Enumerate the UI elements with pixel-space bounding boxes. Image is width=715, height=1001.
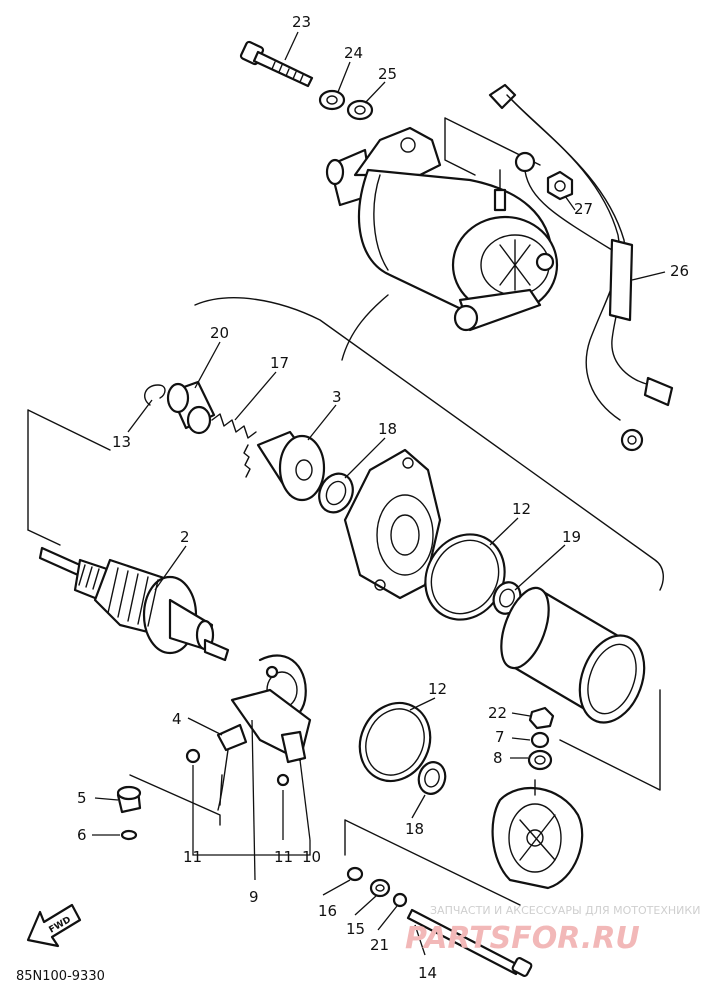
washer-25 [346, 99, 374, 121]
callout-18-lower: 18 [405, 820, 424, 838]
washer-6 [120, 829, 138, 841]
collar-20 [166, 380, 216, 435]
callout-17: 17 [270, 354, 289, 372]
callout-27: 27 [574, 200, 593, 218]
callout-22: 22 [488, 704, 507, 722]
insulator-8 [527, 749, 553, 771]
leader-lines [92, 31, 666, 956]
callout-15: 15 [346, 920, 365, 938]
lead-wire-26 [488, 83, 674, 452]
callout-23: 23 [292, 13, 311, 31]
armature-2 [38, 546, 230, 662]
callout-24: 24 [344, 44, 363, 62]
washer-7 [530, 731, 550, 749]
callout-3: 3 [332, 388, 342, 406]
callout-labels: 23 24 25 27 26 20 17 3 13 18 12 19 2 4 1… [77, 13, 689, 982]
group-outline-lower [27, 409, 661, 906]
callout-21: 21 [370, 936, 389, 954]
callout-10: 10 [302, 848, 321, 866]
callout-11-left: 11 [183, 848, 202, 866]
grommet-5 [116, 785, 142, 814]
o-ring-18-upper [318, 472, 354, 514]
screw-11-left [185, 748, 223, 806]
callout-13: 13 [112, 433, 131, 451]
rear-cover [491, 779, 584, 890]
bolt-23 [239, 40, 314, 88]
washer-15 [369, 878, 391, 898]
callout-16: 16 [318, 902, 337, 920]
nut-16 [346, 866, 364, 882]
front-cover [343, 448, 442, 600]
callout-11-right: 11 [274, 848, 293, 866]
callout-4: 4 [172, 710, 182, 728]
callout-26: 26 [670, 262, 689, 280]
callout-12-upper: 12 [512, 500, 531, 518]
nut-24 [318, 89, 346, 111]
starter-motor-assembly [325, 126, 559, 332]
diagram-code: 85N100-9330 [16, 969, 105, 984]
o-ring-12-lower [358, 701, 432, 783]
callout-2: 2 [180, 528, 190, 546]
callout-7: 7 [495, 728, 505, 746]
callout-14: 14 [418, 964, 437, 982]
yoke-housing [500, 586, 646, 724]
nut-27 [546, 170, 574, 201]
callout-18-upper: 18 [378, 420, 397, 438]
callout-19: 19 [562, 528, 581, 546]
screw-11-right [276, 773, 290, 787]
washer-21 [392, 892, 408, 908]
callout-20: 20 [210, 324, 229, 342]
watermark: ЗАПЧАСТИ И АКСЕССУАРЫ ДЛЯ МОТОТЕХНИКИ PA… [405, 904, 700, 956]
callout-8: 8 [493, 749, 503, 767]
watermark-logo-text: PARTSFOR.RU [405, 921, 640, 956]
callout-5: 5 [77, 789, 87, 807]
nut-22 [528, 706, 555, 730]
through-bolt-14 [406, 908, 533, 977]
brush-plate [230, 654, 312, 764]
circlip-13 [144, 384, 166, 406]
callout-6: 6 [77, 826, 87, 844]
watermark-tagline: ЗАПЧАСТИ И АКСЕССУАРЫ ДЛЯ МОТОТЕХНИКИ [430, 904, 700, 917]
callout-12-lower: 12 [428, 680, 447, 698]
forward-direction-arrow: FWD [26, 903, 82, 948]
clutch-gear-3 [243, 430, 326, 502]
washer-18-lower [417, 761, 447, 795]
callout-9: 9 [249, 888, 259, 906]
brush-4 [216, 723, 248, 811]
spring-17 [211, 413, 257, 439]
callout-25: 25 [378, 65, 397, 83]
